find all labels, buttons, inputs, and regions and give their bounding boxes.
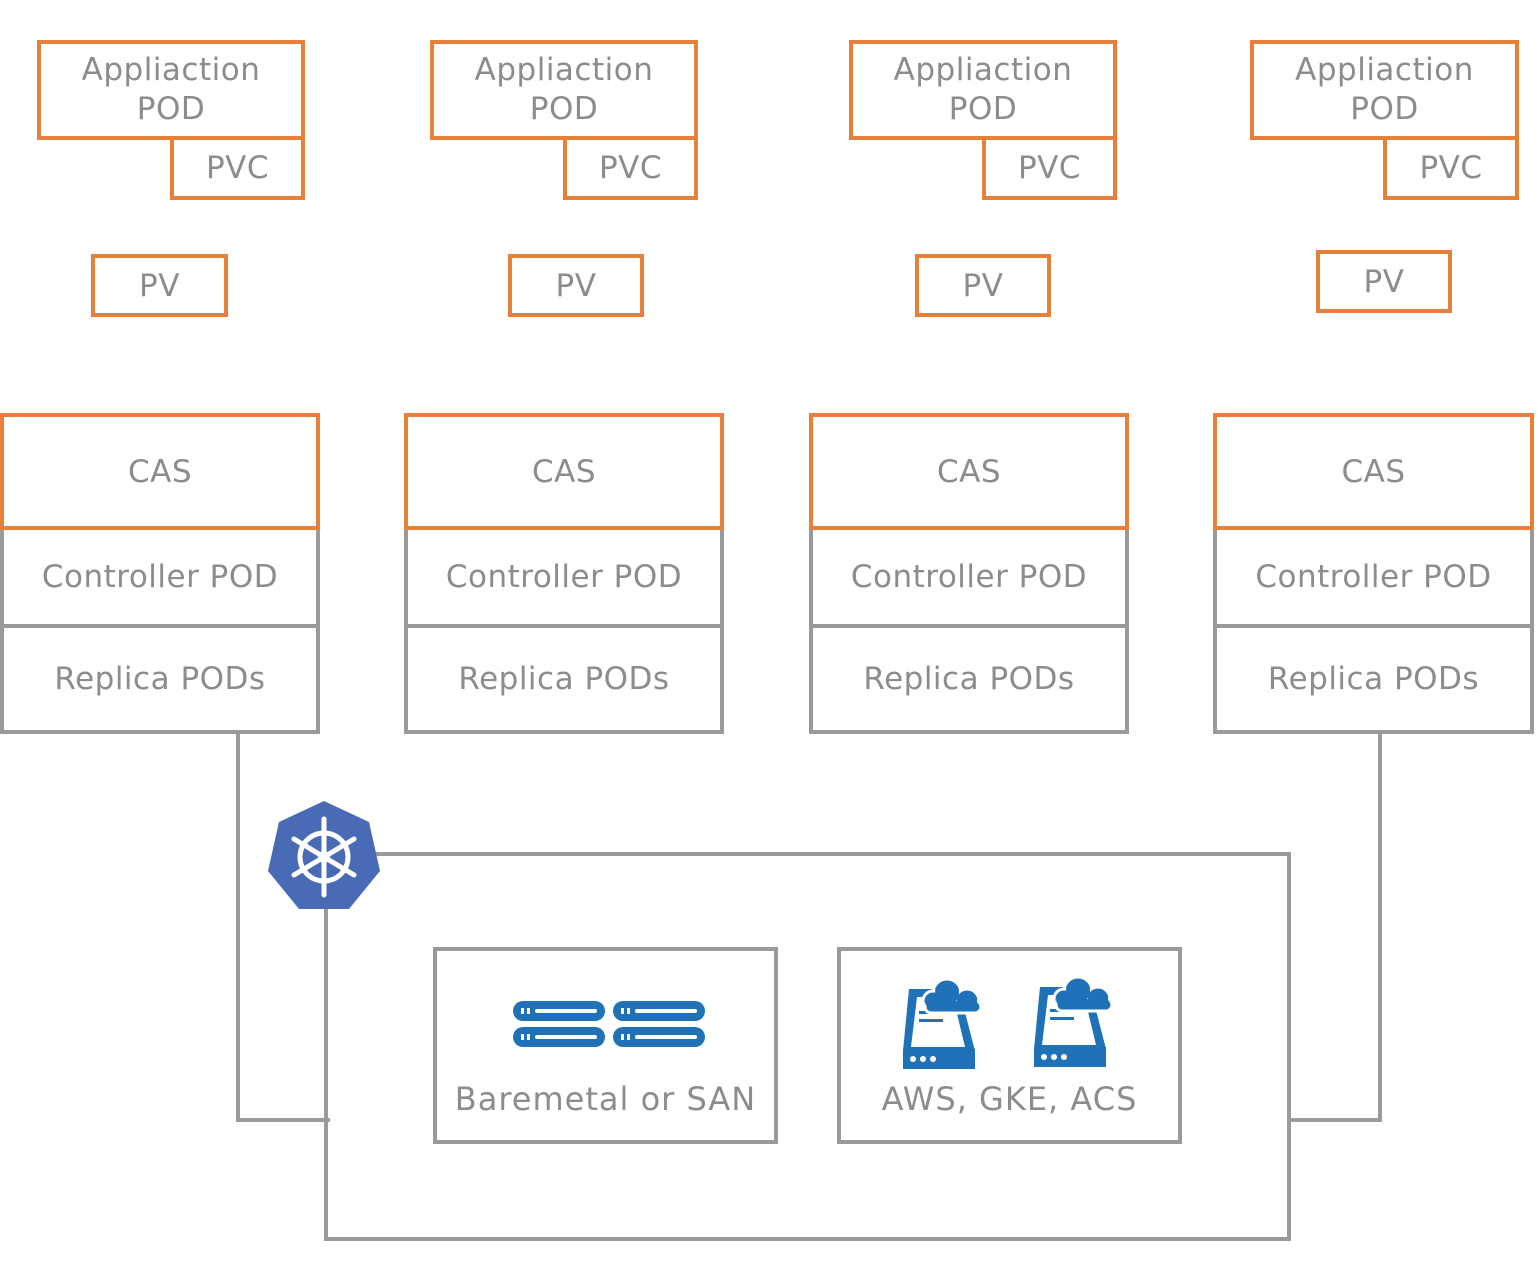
connector-right-horizontal bbox=[1288, 1118, 1382, 1122]
cloud-providers-box: AWS, GKE, ACS bbox=[837, 947, 1182, 1144]
controller-pod-2: Controller POD bbox=[404, 526, 724, 628]
pv-1-label: PV bbox=[139, 267, 180, 304]
cas-3: CAS bbox=[809, 413, 1129, 530]
pvc-4: PVC bbox=[1383, 136, 1519, 200]
application-pod-3-line1: Appliaction bbox=[893, 52, 1073, 88]
cas-4-label: CAS bbox=[1341, 453, 1406, 490]
controller-pod-2-label: Controller POD bbox=[445, 559, 683, 595]
application-pod-4-line2: POD bbox=[1350, 91, 1419, 127]
controller-pod-1: Controller POD bbox=[0, 526, 320, 628]
baremetal-san-label: Baremetal or SAN bbox=[454, 1080, 757, 1118]
pvc-3-label: PVC bbox=[1017, 150, 1082, 186]
controller-pod-1-label: Controller POD bbox=[41, 559, 279, 595]
application-pod-3-line2: POD bbox=[948, 91, 1018, 127]
application-pod-2-line2: POD bbox=[529, 91, 599, 127]
pv-4: PV bbox=[1316, 250, 1452, 313]
cas-2-label: CAS bbox=[531, 453, 597, 490]
replica-pods-3-label: Replica PODs bbox=[863, 661, 1075, 697]
pvc-4-label: PVC bbox=[1419, 150, 1483, 186]
cas-2: CAS bbox=[404, 413, 724, 530]
pv-2-label: PV bbox=[555, 267, 597, 304]
application-pod-3: Appliaction POD bbox=[849, 40, 1117, 140]
application-pod-4-line1: Appliaction bbox=[1295, 52, 1474, 88]
cloud-providers-label: AWS, GKE, ACS bbox=[881, 1080, 1138, 1118]
cas-4: CAS bbox=[1213, 413, 1534, 530]
cas-1: CAS bbox=[0, 413, 320, 530]
cas-3-label: CAS bbox=[936, 453, 1002, 490]
replica-pods-1-label: Replica PODs bbox=[54, 661, 266, 697]
application-pod-1-line1: Appliaction bbox=[81, 52, 261, 88]
pv-1: PV bbox=[91, 254, 228, 317]
pv-2: PV bbox=[508, 254, 644, 317]
pv-3: PV bbox=[915, 254, 1051, 317]
baremetal-san-box: Baremetal or SAN bbox=[433, 947, 778, 1144]
application-pod-1-line2: POD bbox=[136, 91, 206, 127]
cloud-server-icon bbox=[1034, 975, 1114, 1067]
cloud-server-icon bbox=[903, 977, 983, 1069]
replica-pods-1: Replica PODs bbox=[0, 624, 320, 734]
replica-pods-3: Replica PODs bbox=[809, 624, 1129, 734]
controller-pod-3-label: Controller POD bbox=[850, 559, 1088, 595]
pvc-1: PVC bbox=[170, 136, 305, 200]
pvc-2: PVC bbox=[563, 136, 698, 200]
replica-pods-2: Replica PODs bbox=[404, 624, 724, 734]
cas-1-label: CAS bbox=[127, 453, 193, 490]
pv-4-label: PV bbox=[1363, 263, 1405, 300]
replica-pods-2-label: Replica PODs bbox=[458, 661, 670, 697]
controller-pod-3: Controller POD bbox=[809, 526, 1129, 628]
controller-pod-4: Controller POD bbox=[1213, 526, 1534, 628]
application-pod-4: Appliaction POD bbox=[1250, 40, 1519, 140]
pvc-1-label: PVC bbox=[205, 150, 270, 186]
application-pod-2: Appliaction POD bbox=[430, 40, 698, 140]
replica-pods-4-label: Replica PODs bbox=[1267, 661, 1480, 697]
application-pod-1: Appliaction POD bbox=[37, 40, 305, 140]
connector-right-vertical bbox=[1378, 732, 1382, 1122]
replica-pods-4: Replica PODs bbox=[1213, 624, 1534, 734]
application-pod-2-line1: Appliaction bbox=[474, 52, 654, 88]
controller-pod-4-label: Controller POD bbox=[1255, 559, 1492, 595]
pvc-2-label: PVC bbox=[598, 150, 663, 186]
kubernetes-cluster-frame bbox=[324, 852, 1291, 1241]
pv-3-label: PV bbox=[962, 267, 1004, 304]
pvc-3: PVC bbox=[982, 136, 1117, 200]
connector-left-vertical bbox=[236, 732, 240, 1122]
server-rack-icon bbox=[513, 1001, 705, 1047]
kubernetes-helm-icon bbox=[268, 801, 380, 909]
connector-left-horizontal bbox=[236, 1118, 330, 1122]
